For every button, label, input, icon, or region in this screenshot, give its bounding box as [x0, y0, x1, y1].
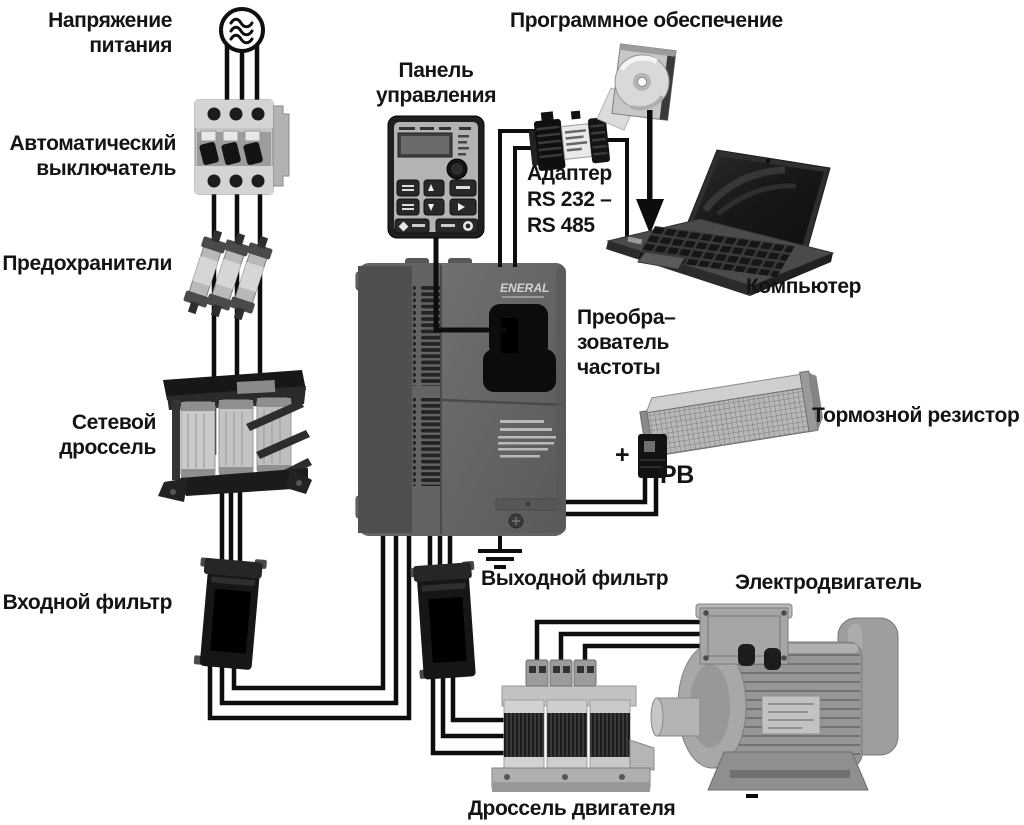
circuit-breaker-label: Автоматический выключатель [9, 132, 177, 180]
control-panel-label: Панель управления [375, 59, 497, 107]
software-cd-image [596, 43, 677, 131]
line-choke-image [158, 370, 312, 502]
frequency-converter-image: ENERAL [355, 258, 566, 536]
braking-resistor-image [638, 370, 823, 478]
computer-label: Компьютер [746, 275, 862, 298]
pb-terminal-label: РВ [660, 461, 694, 489]
electric-motor-image [650, 603, 899, 791]
brand-logo: ENERAL [500, 281, 549, 295]
laptop-image [606, 149, 835, 296]
output-filter-label: Выходной фильтр [481, 567, 669, 590]
rs-adapter-image [528, 110, 610, 171]
brake-resistor-label: Тормозной резистор [812, 404, 1020, 427]
motor-choke-label: Дроссель двигателя [468, 797, 676, 820]
output-filter-image [410, 561, 476, 680]
download-arrow [636, 110, 664, 234]
software-label: Программное обеспечение [510, 9, 783, 32]
motor-choke-image [491, 659, 655, 792]
fuses-image [183, 229, 273, 321]
ac-supply-symbol [219, 7, 265, 53]
input-filter-image [193, 557, 267, 670]
motor-label: Электродвигатель [735, 571, 922, 594]
converter-ground-symbol [478, 536, 522, 569]
frequency-converter-label: Преобра– зователь частоты [577, 306, 676, 379]
supply-voltage-label: Напряжение питания [48, 9, 172, 57]
circuit-breaker-image [194, 99, 290, 195]
input-filter-label: Входной фильтр [2, 591, 173, 614]
fuses-label: Предохранители [2, 252, 172, 275]
line-choke-label: Сетевой дроссель [59, 411, 156, 459]
control-panel-image [387, 115, 485, 239]
wiring-over-layer [433, 129, 537, 333]
adapter-label: Адаптер RS 232 – RS 485 [527, 162, 612, 237]
plus-terminal-label: + [615, 441, 630, 469]
